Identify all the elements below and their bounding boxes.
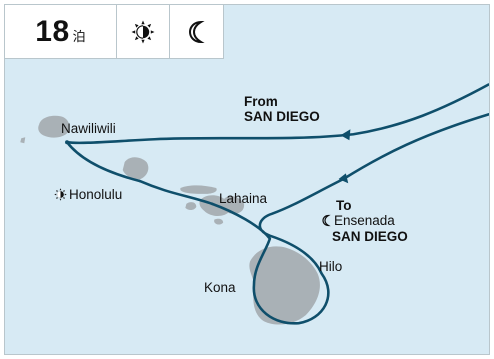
arrow-outbound bbox=[338, 173, 349, 184]
label-to-san-diego: SAN DIEGO bbox=[332, 229, 408, 244]
overnight-port-marker-icon bbox=[322, 214, 331, 227]
day-port-icon bbox=[131, 20, 155, 43]
island-niihau bbox=[20, 137, 26, 144]
label-honolulu: Honolulu bbox=[69, 187, 123, 202]
island-kauai bbox=[38, 115, 70, 138]
route-to-ensenada bbox=[342, 113, 489, 181]
day-port-marker-icon bbox=[54, 188, 67, 201]
route-nawiliwili-honolulu bbox=[65, 140, 141, 183]
overnight-port-icon-cell bbox=[170, 5, 223, 58]
map-canvas bbox=[20, 83, 489, 325]
island-molokai bbox=[180, 185, 217, 194]
label-kona: Kona bbox=[204, 280, 236, 295]
route-from-san-diego bbox=[65, 83, 489, 145]
island-oahu bbox=[122, 157, 149, 180]
day-port-icon-cell bbox=[117, 5, 170, 58]
label-from-san-diego: SAN DIEGO bbox=[244, 109, 320, 124]
label-ensenada: Ensenada bbox=[334, 213, 395, 228]
island-lanai bbox=[185, 202, 197, 210]
island-hawaii bbox=[249, 246, 320, 325]
label-from: From bbox=[244, 94, 278, 109]
label-honolulu-group: Honolulu bbox=[54, 187, 122, 202]
nights-unit: 泊 bbox=[72, 29, 86, 44]
arrow-inbound bbox=[340, 129, 351, 141]
island-kahoolawe bbox=[214, 218, 224, 225]
label-to: To bbox=[336, 198, 352, 213]
overnight-port-icon bbox=[188, 20, 205, 43]
island-maui bbox=[199, 195, 245, 216]
route-lahaina-kona-loop bbox=[210, 177, 345, 325]
route-map: 18 泊 bbox=[4, 4, 490, 355]
label-hilo: Hilo bbox=[319, 259, 343, 274]
label-lahaina: Lahaina bbox=[219, 191, 268, 206]
label-nawiliwili: Nawiliwili bbox=[61, 121, 116, 136]
cruise-header: 18 泊 bbox=[5, 5, 224, 59]
route-honolulu-lahaina bbox=[138, 179, 214, 206]
nights-number: 18 bbox=[35, 14, 70, 48]
label-ensenada-group: Ensenada bbox=[321, 213, 395, 228]
nights-cell: 18 泊 bbox=[5, 5, 117, 58]
nawiliwili-port-dot bbox=[65, 140, 70, 145]
